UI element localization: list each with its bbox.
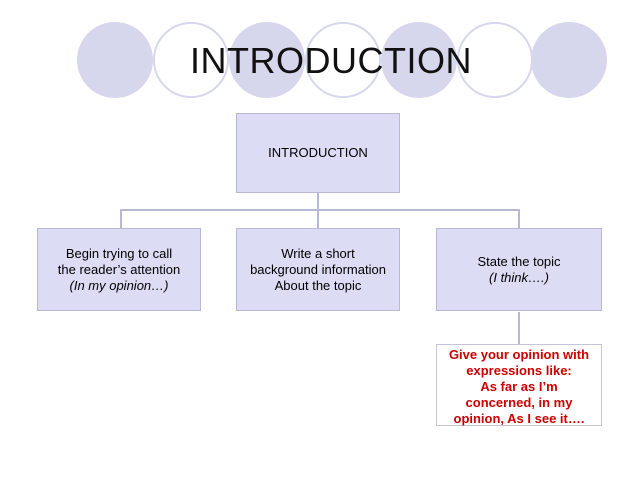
connector-opinion (518, 312, 520, 344)
connector-root-down (317, 193, 319, 210)
child-attention-line1: Begin trying to call (65, 245, 173, 261)
child-background-line3: About the topic (274, 277, 362, 293)
connector-right-down (518, 209, 520, 228)
opinion-line5: opinion, As I see it…. (453, 411, 585, 426)
opinion-box: Give your opinion with expressions like:… (436, 344, 602, 426)
child-attention-line2: the reader’s attention (57, 261, 181, 277)
child-box-topic: State the topic (I think….) (436, 228, 602, 311)
opinion-line1: Give your opinion with (448, 347, 590, 362)
decor-circle-7 (531, 22, 607, 98)
opinion-line3: As far as I’m (480, 379, 558, 394)
child-box-attention: Begin trying to call the reader’s attent… (37, 228, 201, 311)
opinion-line4: concerned, in my (465, 395, 573, 410)
child-background-line2: background information (250, 261, 386, 277)
slide-title: INTRODUCTION (190, 40, 472, 81)
decor-circle-4 (305, 22, 381, 98)
child-topic-line1: State the topic (477, 253, 561, 269)
decor-circle-3 (229, 22, 305, 98)
opinion-line2: expressions like: (466, 363, 572, 378)
connector-mid-down (317, 209, 319, 228)
decor-circle-5 (381, 22, 457, 98)
child-attention-line3: (In my opinion…) (69, 277, 169, 293)
child-box-background: Write a short background information Abo… (236, 228, 400, 311)
connector-horizontal (120, 209, 520, 211)
root-box: INTRODUCTION (236, 113, 400, 193)
child-topic-line2: (I think….) (489, 269, 549, 285)
decor-circle-2 (153, 22, 229, 98)
root-label: INTRODUCTION (268, 145, 368, 160)
decor-circle-1 (77, 22, 153, 98)
connector-left-down (120, 209, 122, 228)
child-background-line1: Write a short (281, 245, 355, 261)
